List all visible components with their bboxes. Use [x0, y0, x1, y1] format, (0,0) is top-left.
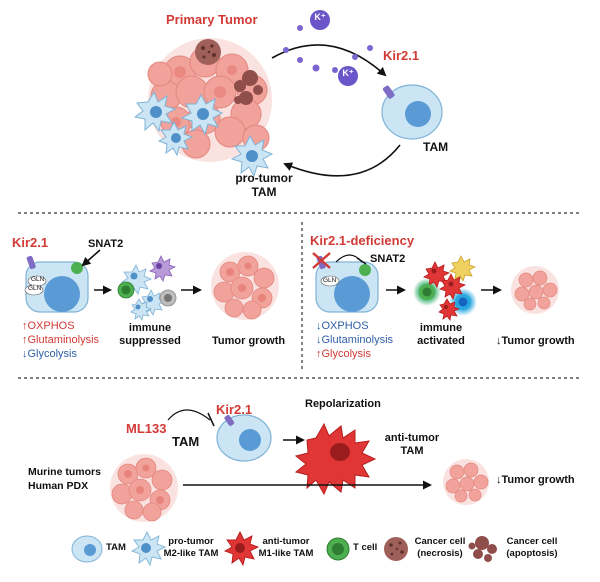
- gln-label-1: GLN: [31, 276, 45, 283]
- tam-kir21-deficient-cell: [312, 252, 379, 313]
- pro-tumor-tam-label-line1: pro-tumor: [235, 171, 293, 185]
- k-ion-1: [310, 10, 330, 30]
- legend-tam-label: TAM: [106, 542, 126, 553]
- tumor-cluster-large: [211, 252, 279, 320]
- oxphos-down-label: ↓OXPHOS: [316, 320, 369, 332]
- human-pdx-label: Human PDX: [28, 480, 89, 492]
- glutaminolysis-up-label: ↑Glutaminolysis: [22, 334, 100, 346]
- ml133-label: ML133: [126, 421, 167, 436]
- pro-tumor-tam-label-line2: TAM: [251, 185, 277, 199]
- immune-activated-cluster: [413, 255, 477, 321]
- tumor-growth-down-label: ↓Tumor growth: [496, 335, 575, 347]
- legend-m1-tam-icon: [223, 530, 260, 567]
- m1-tam-large: [294, 422, 377, 496]
- gln-label-panel3: GLN: [323, 277, 337, 284]
- legend-necrosis-icon: [384, 537, 408, 561]
- legend-m2-line2: M2-like TAM: [163, 548, 219, 559]
- legend-m1-line2: M1-like TAM: [258, 548, 314, 559]
- tumor-growth-down-label-panel4: ↓Tumor growth: [496, 474, 575, 486]
- k-ion-2: [338, 66, 358, 86]
- legend-tam-icon: [71, 535, 103, 563]
- tam-with-kir21: [381, 84, 443, 140]
- k-ion-label-1: K⁺: [314, 12, 326, 22]
- tam-label: TAM: [423, 140, 449, 154]
- apoptotic-cancer-cell: [234, 70, 263, 105]
- kir21-label-panel2: Kir2.1: [12, 235, 49, 250]
- tam-kir21-cell: [24, 255, 89, 313]
- kir21-label: Kir2.1: [383, 48, 420, 63]
- tumor-cluster-small: [511, 266, 559, 314]
- glycolysis-up-label: ↑Glycolysis: [316, 348, 372, 360]
- immune-suppressed-cluster: [117, 255, 177, 321]
- immune-activated-line1: immune: [419, 322, 463, 334]
- oxphos-up-label: ↑OXPHOS: [22, 320, 75, 332]
- k-ion-label-2: K⁺: [342, 68, 354, 78]
- tam-ml133-target: [216, 414, 272, 462]
- legend-m2-tam-icon: [130, 530, 167, 567]
- glutaminolysis-down-label: ↓Glutaminolysis: [316, 334, 394, 346]
- tumor-cluster-left: [110, 454, 178, 522]
- glycolysis-down-label: ↓Glycolysis: [22, 348, 78, 360]
- immune-suppressed-line2: suppressed: [119, 335, 181, 347]
- legend-necrosis-line1: Cancer cell: [414, 536, 466, 547]
- legend-apoptosis-icon: [468, 536, 497, 562]
- legend-apoptosis-line2: (apoptosis): [506, 548, 558, 559]
- legend-tcell-icon: [326, 537, 350, 561]
- legend-apoptosis-line1: Cancer cell: [506, 536, 558, 547]
- kir21-deficiency-label: Kir2.1-deficiency: [310, 233, 415, 248]
- immune-activated-line2: activated: [417, 335, 465, 347]
- anti-tumor-tam-line1: anti-tumor: [384, 432, 440, 444]
- necrotic-cancer-cell: [195, 39, 221, 65]
- anti-tumor-tam-line2: TAM: [400, 445, 424, 457]
- primary-tumor-label: Primary Tumor: [166, 12, 258, 27]
- murine-tumors-label: Murine tumors: [28, 466, 101, 478]
- tumor-cluster-right: [443, 459, 489, 505]
- legend-m2-line1: pro-tumor: [168, 536, 214, 547]
- snat2-label: SNAT2: [88, 238, 124, 250]
- kir21-label-panel4: Kir2.1: [216, 402, 253, 417]
- legend-necrosis-line2: (necrosis): [417, 548, 463, 559]
- repolarization-label: Repolarization: [305, 398, 381, 410]
- snat2-label-panel3: SNAT2: [370, 253, 406, 265]
- tam-label-panel4: TAM: [172, 434, 200, 449]
- tumor-growth-label: Tumor growth: [212, 335, 286, 347]
- legend-tcell-label: T cell: [353, 542, 378, 553]
- gln-label-2: GLN: [28, 285, 42, 292]
- legend-m1-line1: anti-tumor: [262, 536, 310, 547]
- immune-suppressed-line1: immune: [128, 322, 172, 334]
